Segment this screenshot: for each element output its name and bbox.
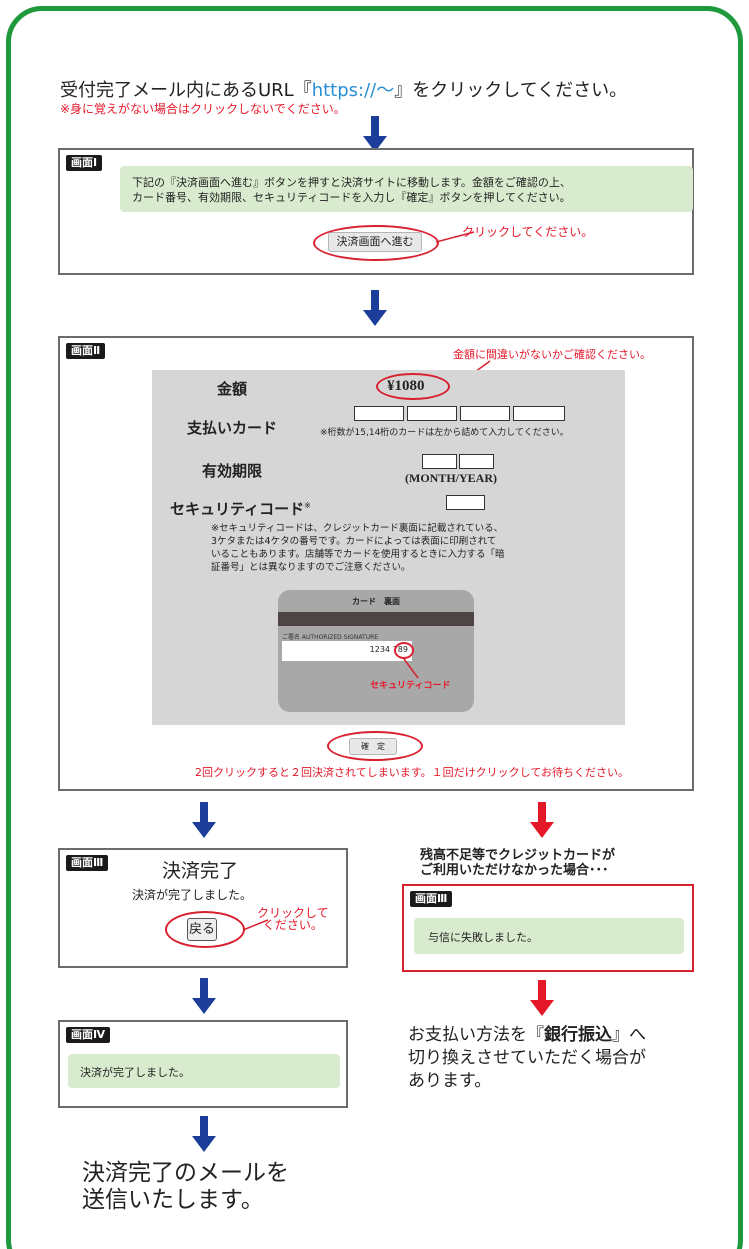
- bank-transfer-label: 銀行振込: [544, 1025, 612, 1045]
- magnetic-stripe: [278, 612, 474, 626]
- failure-heading: 残高不足等でクレジットカードが ご利用いただけなかった場合･･･: [420, 848, 615, 878]
- security-code-label-text: セキュリティコード: [170, 500, 305, 518]
- expiry-month-field[interactable]: [422, 454, 457, 469]
- back-pointer-line: [242, 919, 269, 931]
- bank-transfer-note-line-1: お支払い方法を『銀行振込』へ: [408, 1024, 646, 1047]
- red-down-arrow-1: [530, 802, 554, 842]
- click-note: クリックしてください。: [462, 225, 594, 239]
- completion-title: 決済完了: [162, 860, 239, 882]
- back-click-note-2: ください。: [262, 918, 323, 932]
- card-code-highlight: [394, 642, 414, 659]
- down-arrow-2: [363, 290, 387, 330]
- failure-screen-tag: 画面Ⅲ: [410, 891, 453, 907]
- screen-1-tag: 画面Ⅰ: [66, 155, 103, 171]
- screen-1-instruction-line-1: 下記の『決済画面へ進む』ボタンを押すと決済サイトに移動します。金額をご確認の上、: [132, 176, 571, 189]
- red-down-arrow-2: [530, 980, 554, 1020]
- confirm-highlight-oval: [327, 731, 423, 761]
- security-note-1: ※セキュリティコードは、クレジットカード裏面に記載されている、: [211, 523, 504, 534]
- expiry-year-field[interactable]: [459, 454, 494, 469]
- screen-1-instruction-box: 下記の『決済画面へ進む』ボタンを押すと決済サイトに移動します。金額をご確認の上、…: [120, 166, 693, 212]
- card-number-field-3[interactable]: [460, 406, 510, 421]
- security-note-3: いることもあります。店舗等でカードを使用するときに入力する「暗: [211, 549, 505, 560]
- intro-prefix: 受付完了メール内にあるURL『: [60, 80, 312, 101]
- amount-label: 金額: [217, 380, 248, 398]
- intro-text: 受付完了メール内にあるURL『https://〜』をクリックしてください。: [60, 76, 627, 102]
- final-message-line-2: 送信いたします。: [82, 1187, 264, 1213]
- intro-warning: ※身に覚えがない場合はクリックしないでください。: [60, 102, 346, 116]
- payment-form: 金額 ¥1080 支払いカード ※桁数が15,14桁のカードは左から詰めて入力し…: [152, 370, 625, 725]
- screen-1-panel: 画面Ⅰ 下記の『決済画面へ進む』ボタンを押すと決済サイトに移動します。金額をご確…: [58, 148, 694, 275]
- down-arrow-4: [192, 978, 216, 1018]
- card-number-field-1[interactable]: [354, 406, 404, 421]
- back-click-note-1: クリックして: [257, 906, 329, 920]
- screen-3-tag: 画面Ⅲ: [66, 855, 109, 871]
- card-back-title: カード 裏面: [352, 597, 400, 606]
- final-message: 決済完了のメールを 送信いたします。: [82, 1160, 289, 1214]
- bank-transfer-note: お支払い方法を『銀行振込』へ 切り換えさせていただく場合が あります。: [408, 1024, 646, 1093]
- final-message-line-1: 決済完了のメールを: [82, 1160, 289, 1186]
- security-mark: ※: [304, 501, 311, 510]
- failure-screen-panel: 画面Ⅲ 与信に失敗しました。: [402, 884, 694, 972]
- card-number-label: 支払いカード: [187, 419, 278, 437]
- expiry-format: (MONTH/YEAR): [405, 471, 497, 485]
- security-code-note: ※セキュリティコードは、クレジットカード裏面に記載されている、 3ケタまたは4ケ…: [211, 522, 505, 574]
- intro-suffix: 』をクリックしてください。: [394, 80, 628, 101]
- screen-2-tag: 画面Ⅱ: [66, 343, 106, 359]
- amount-highlight-oval: [376, 373, 450, 400]
- note-suffix: 』へ: [612, 1025, 646, 1045]
- card-code-pointer: [403, 658, 419, 679]
- failure-message: 与信に失敗しました。: [428, 931, 538, 944]
- down-arrow-5: [192, 1116, 216, 1156]
- card-code-caption: セキュリティコード: [370, 681, 451, 691]
- screen-4-panel: 画面Ⅳ 決済が完了しました。: [58, 1020, 348, 1108]
- down-arrow-3: [192, 802, 216, 842]
- screen-4-message: 決済が完了しました。: [80, 1066, 190, 1079]
- security-note-2: 3ケタまたは4ケタの番号です。カードによっては表面に印刷されて: [211, 536, 497, 547]
- failure-heading-line-2: ご利用いただけなかった場合･･･: [420, 863, 609, 878]
- double-click-warning: 2回クリックすると２回決済されてしまいます。１回だけクリックしてお待ちください。: [195, 766, 629, 779]
- card-number-field-4[interactable]: [513, 406, 565, 421]
- card-digits: 1234: [369, 645, 390, 654]
- screen-3-panel: 画面Ⅲ 決済完了 決済が完了しました。 戻る クリックして ください。: [58, 848, 348, 968]
- card-back-illustration: カード 裏面 ご署名 AUTHORIZED SIGNATURE 1234 789…: [278, 590, 474, 712]
- screen-4-message-box: 決済が完了しました。: [68, 1054, 340, 1088]
- expiry-label: 有効期限: [202, 462, 263, 480]
- security-code-field[interactable]: [446, 495, 485, 510]
- screen-4-tag: 画面Ⅳ: [66, 1027, 111, 1043]
- bank-transfer-note-line-2: 切り換えさせていただく場合が: [408, 1048, 646, 1068]
- screen-1-instruction: 下記の『決済画面へ進む』ボタンを押すと決済サイトに移動します。金額をご確認の上、…: [132, 175, 571, 205]
- signature-label: ご署名 AUTHORIZED SIGNATURE: [282, 634, 379, 641]
- screen-2-panel: 画面Ⅱ 金額に間違いがないかご確認ください。 金額 ¥1080 支払いカード ※…: [58, 336, 694, 791]
- back-click-note: クリックして ください。: [257, 907, 329, 931]
- failure-message-box: 与信に失敗しました。: [414, 918, 684, 954]
- intro-url-link[interactable]: https://〜: [311, 80, 395, 101]
- pointer-line: [436, 231, 475, 243]
- card-number-field-2[interactable]: [407, 406, 457, 421]
- bank-transfer-note-line-3: あります。: [408, 1071, 492, 1091]
- note-prefix: お支払い方法を『: [408, 1025, 544, 1045]
- security-code-label: セキュリティコード※: [170, 498, 311, 519]
- screen-1-instruction-line-2: カード番号、有効期限、セキュリティコードを入力し『確定』ボタンを押してください。: [132, 191, 571, 204]
- completion-message: 決済が完了しました。: [132, 888, 253, 902]
- outer-frame: [6, 6, 743, 1249]
- failure-heading-line-1: 残高不足等でクレジットカードが: [420, 848, 616, 863]
- back-highlight-oval: [165, 911, 245, 948]
- security-note-4: 証番号」とは異なりますのでご注意ください。: [211, 562, 411, 573]
- signature-strip: 1234 789: [282, 641, 412, 661]
- amount-check-note: 金額に間違いがないかご確認ください。: [453, 348, 651, 361]
- highlight-oval: [313, 225, 439, 261]
- card-number-note: ※桁数が15,14桁のカードは左から詰めて入力してください。: [320, 428, 569, 438]
